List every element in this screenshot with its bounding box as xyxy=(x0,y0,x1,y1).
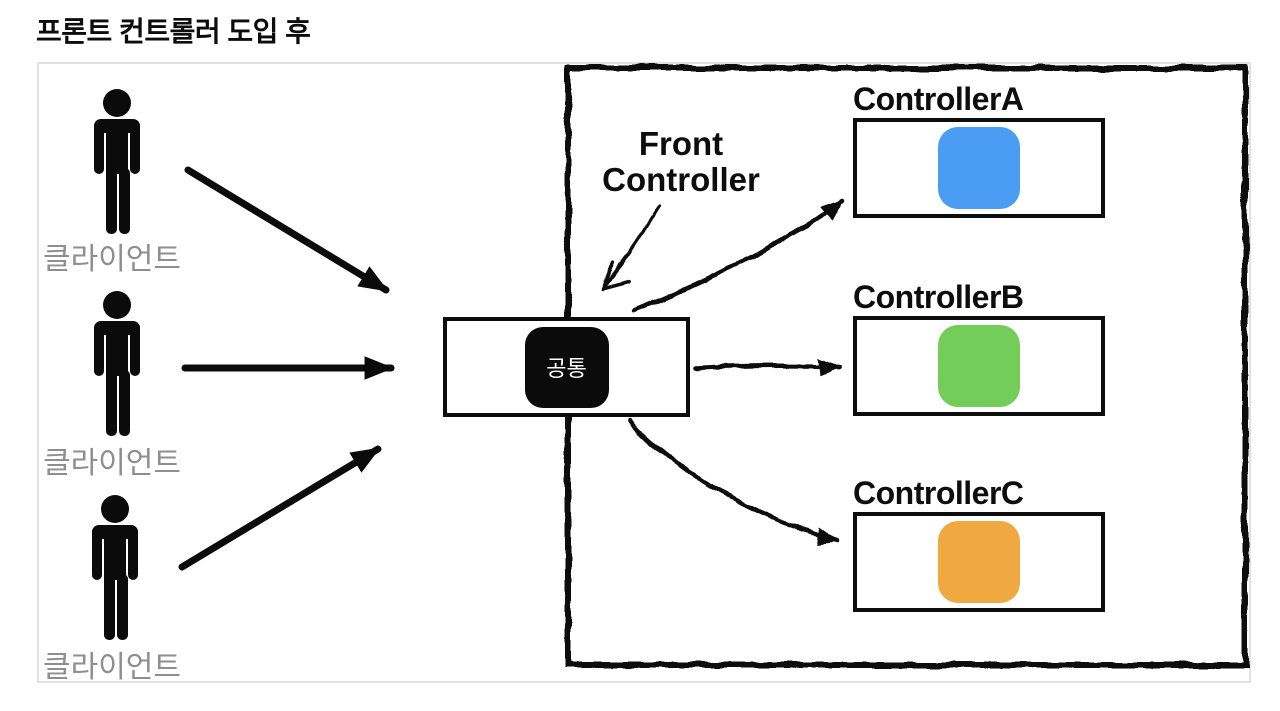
controller-c-box xyxy=(853,512,1105,612)
page-title: 프론트 컨트롤러 도입 후 xyxy=(36,16,311,47)
front-controller-box: 공통 xyxy=(443,317,690,417)
client-person-icon xyxy=(92,495,138,640)
common-label: 공통 xyxy=(546,356,587,381)
controller-b-box xyxy=(853,316,1105,416)
controller-b-group: ControllerB xyxy=(853,278,1105,416)
controller-a-box xyxy=(853,118,1105,218)
client-person-icon xyxy=(94,291,140,436)
controller-c-square xyxy=(938,521,1020,603)
client-label: 클라이언트 xyxy=(43,651,181,684)
controller-b-label: ControllerB xyxy=(853,279,1024,315)
controller-a-square xyxy=(938,127,1020,209)
controller-c-label: ControllerC xyxy=(853,475,1024,511)
common-logic-square: 공통 xyxy=(524,326,609,408)
controller-b-square xyxy=(938,325,1020,407)
controller-a-label: ControllerA xyxy=(853,81,1024,117)
client-label: 클라이언트 xyxy=(43,447,181,480)
front-controller-annotation: Front Controller xyxy=(602,125,760,198)
controller-a-group: ControllerA xyxy=(853,80,1105,218)
controller-c-group: ControllerC xyxy=(853,474,1105,612)
client-person-icon xyxy=(94,89,140,234)
client-label: 클라이언트 xyxy=(43,243,181,276)
